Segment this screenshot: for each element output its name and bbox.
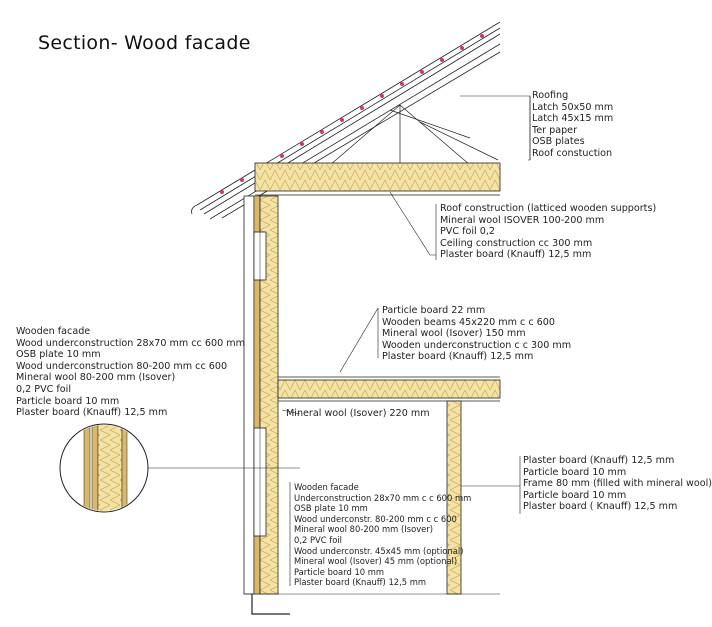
roof-construction-labels: Roof construction (latticed wooden suppo… bbox=[440, 203, 656, 261]
roof-truss bbox=[329, 104, 499, 166]
roof-construction-label: Roof construction (latticed wooden suppo… bbox=[440, 203, 657, 214]
floor-label: Wooden underconstruction c c 300 mm bbox=[382, 339, 572, 351]
roof-label: Roof constuction bbox=[532, 147, 613, 159]
wall-lower-label: Mineral wool (Isover) 45 mm (optional) bbox=[294, 556, 458, 567]
wall-label: 0,2 PVC foil bbox=[16, 383, 71, 395]
wall-label: Plaster board (Knauff) 12,5 mm bbox=[16, 407, 168, 419]
page-title: Section- Wood facade bbox=[38, 32, 251, 54]
detail-circle bbox=[59, 423, 149, 513]
wall-lower-label: OSB plate 10 mm bbox=[294, 503, 368, 514]
wall-lower-label: Underconstruction 28x70 mm c c 600 mm bbox=[294, 492, 472, 503]
ceiling-insulation bbox=[254, 162, 501, 192]
roof-construction-label: PVC foil 0,2 bbox=[440, 226, 495, 238]
leader-lines bbox=[148, 95, 531, 586]
roof-construction-label: Plaster board (Knauff) 12,5 mm bbox=[440, 249, 592, 261]
roof bbox=[191, 21, 501, 220]
wall-lower-label: Wooden facade bbox=[294, 482, 359, 492]
roof-label: Ter paper bbox=[532, 124, 578, 136]
partition-label: Plaster board ( Knauff) 12,5 mm bbox=[523, 501, 678, 513]
partition-label: Particle board 10 mm bbox=[523, 489, 627, 501]
wall-lower-label: Wood underconstr. 80-200 mm c c 600 bbox=[294, 513, 457, 524]
wall-lower-label: 0,2 PVC foil bbox=[294, 534, 342, 545]
foundation bbox=[251, 594, 290, 615]
floor-label: Particle board 22 mm bbox=[382, 305, 486, 316]
roof-labels: Roofing Latch 50x50 mm Latch 45x15 mm Te… bbox=[532, 90, 613, 160]
roof-construction-label: Ceiling construction cc 300 mm bbox=[440, 237, 593, 249]
wall-lower-labels: Wooden facade Underconstruction 28x70 mm… bbox=[294, 482, 471, 588]
section-drawing bbox=[59, 21, 531, 615]
wall-label: Mineral wool 80-200 mm (Isover) bbox=[16, 372, 176, 384]
partition-label: Plaster board (Knauff) 12,5 mm bbox=[523, 455, 675, 466]
partition-label: Particle board 10 mm bbox=[523, 466, 627, 478]
roof-construction-label: Mineral wool ISOVER 100-200 mm bbox=[440, 214, 605, 226]
wall-label: Wood underconstruction 80-200 mm cc 600 bbox=[16, 360, 228, 372]
wall-lower-label: Plaster board (Knauff) 12,5 mm bbox=[294, 577, 427, 588]
floor-insulation bbox=[277, 379, 501, 399]
wall-label: OSB plate 10 mm bbox=[16, 349, 101, 361]
floor-labels: Particle board 22 mm Wooden beams 45x220… bbox=[382, 305, 571, 363]
roof-label: Latch 45x15 mm bbox=[532, 113, 614, 125]
wall-lower-label: Mineral wool 80-200 mm (Isover) bbox=[294, 524, 434, 535]
roof-label: Roofing bbox=[532, 90, 569, 101]
floor-label: Wooden beams 45x220 mm c c 600 bbox=[382, 316, 555, 328]
wall-label: Particle board 10 mm bbox=[16, 395, 120, 407]
outer-wall bbox=[243, 195, 279, 595]
roof-label: OSB plates bbox=[532, 136, 585, 148]
wall-lower-label: Wood underconstr. 45x45 mm (optional) bbox=[294, 545, 464, 556]
wall-label: Wood underconstruction 28x70 mm cc 600 m… bbox=[16, 337, 245, 349]
floor-label: Mineral wool (Isover) 150 mm bbox=[382, 328, 526, 340]
partition-label: Frame 80 mm (filled with mineral wool) bbox=[523, 478, 712, 490]
wall-lower-label: Particle board 10 mm bbox=[294, 566, 385, 577]
partition-labels: Plaster board (Knauff) 12,5 mm Particle … bbox=[523, 455, 712, 513]
roof-label: Latch 50x50 mm bbox=[532, 101, 614, 113]
wall-label: Wooden facade bbox=[16, 326, 91, 337]
wall-upper-labels: Wooden facade Wood underconstruction 28x… bbox=[16, 326, 245, 419]
floor-label: Plaster board (Knauff) 12,5 mm bbox=[382, 351, 534, 363]
mineral-wool-220-label: Mineral wool (Isover) 220 mm bbox=[286, 408, 430, 419]
